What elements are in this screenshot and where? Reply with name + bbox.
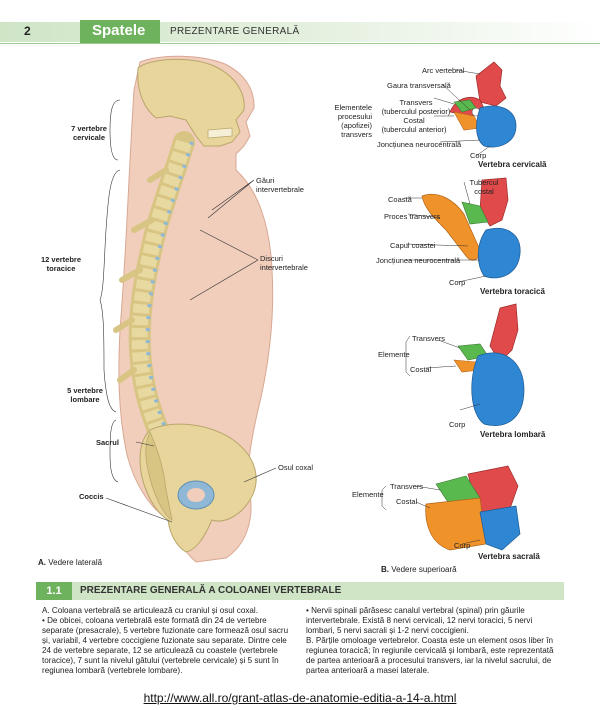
thoracic-vertebra bbox=[421, 177, 521, 279]
sacral-body-label: Corp bbox=[454, 541, 471, 550]
lumbar-elements-label: Elemente bbox=[378, 350, 410, 359]
lumbar-transvers-label: Transvers bbox=[412, 334, 446, 343]
section-number: 1.1 bbox=[36, 582, 72, 600]
text-right-paragraph-2: B. Părțile omoloage vertebrelor. Coasta … bbox=[306, 636, 554, 675]
lumbar-body-label: Corp bbox=[449, 420, 466, 429]
thoracic-title: Vertebra toracică bbox=[480, 287, 545, 296]
label-cervical: 7 vertebre cervicale bbox=[71, 124, 107, 142]
figure-a-lateral-view bbox=[99, 55, 277, 563]
cervical-foramen-label: Gaura transversală bbox=[387, 81, 451, 90]
label-sacrum: Sacrul bbox=[96, 438, 119, 447]
footer-link[interactable]: http://www.all.ro/grant-atlas-de-anatomi… bbox=[143, 691, 457, 705]
sacral-costal-label: Costal bbox=[396, 497, 418, 506]
label-thoracic: 12 vertebre toracice bbox=[40, 255, 82, 273]
chapter-title: Spatele bbox=[92, 22, 146, 39]
thoracic-tubercle-label: Tubercul costal bbox=[469, 178, 499, 196]
section-bar: 1.1 PREZENTARE GENERALĂ A COLOANEI VERTE… bbox=[36, 582, 564, 600]
figure-a-caption: A. Vedere laterală bbox=[38, 558, 103, 567]
section-title: PREZENTARE GENERALĂ bbox=[170, 26, 300, 37]
thoracic-body-label: Corp bbox=[449, 278, 466, 287]
thoracic-process-label: Proces transvers bbox=[384, 212, 441, 221]
cervical-body-label: Corp bbox=[470, 151, 487, 160]
page-number: 2 bbox=[24, 24, 31, 38]
sacral-title: Vertebra sacrală bbox=[478, 552, 540, 561]
cervical-junction-label: Joncțiunea neurocentrală bbox=[377, 140, 462, 149]
cervical-costal-label: Costal (tuberculul anterior) bbox=[381, 116, 447, 134]
page-header: 2 Spatele PREZENTARE GENERALĂ bbox=[0, 0, 600, 52]
label-foramina: Găuri intervertebrale bbox=[256, 176, 304, 194]
section-heading: PREZENTARE GENERALĂ A COLOANEI VERTEBRAL… bbox=[80, 585, 342, 596]
cervical-vertebra bbox=[449, 61, 517, 148]
text-right-paragraph-1: • Nervii spinali părăsesc canalul verteb… bbox=[306, 606, 533, 635]
lumbar-title: Vertebra lombară bbox=[480, 430, 546, 439]
cervical-transvers-label: Transvers (tuberculul posterior) bbox=[381, 98, 451, 116]
vertebral-column bbox=[113, 131, 195, 446]
sacral-transvers-label: Transvers bbox=[390, 482, 424, 491]
thoracic-head-label: Capul coastei bbox=[390, 241, 436, 250]
text-left-paragraph-1: A. Coloana vertebrală se articulează cu … bbox=[42, 606, 258, 615]
label-hip-bone: Osul coxal bbox=[278, 463, 314, 472]
label-lumbar: 5 vertebre lombare bbox=[67, 386, 103, 404]
figure-b-superior-views bbox=[381, 61, 525, 551]
label-discs: Discuri intervertebrale bbox=[260, 254, 308, 272]
sacral-vertebra bbox=[425, 465, 521, 551]
header-rule bbox=[0, 43, 600, 44]
text-left-paragraph-2: • De obicei, coloana vertebrală este for… bbox=[42, 616, 289, 675]
lumbar-costal-label: Costal bbox=[410, 365, 432, 374]
text-column-right: • Nervii spinali părăsesc canalul verteb… bbox=[306, 606, 560, 676]
cervical-elements-label: Elementele procesului (apofizei) transve… bbox=[334, 103, 372, 139]
skull bbox=[137, 59, 245, 147]
thoracic-rib-label: Coastă bbox=[388, 195, 412, 204]
lumbar-vertebra bbox=[453, 303, 525, 426]
chapter-band bbox=[80, 20, 160, 44]
cervical-title: Vertebra cervicală bbox=[478, 160, 547, 169]
sacrum bbox=[145, 431, 173, 521]
thoracic-junction-label: Joncțiunea neurocentrală bbox=[376, 256, 461, 265]
sacral-elements-label: Elemente bbox=[352, 490, 384, 499]
label-coccyx: Coccis bbox=[79, 492, 104, 501]
cervical-arc-label: Arc vertebral bbox=[422, 66, 465, 75]
figure-b-caption: B. Vedere superioară bbox=[381, 565, 457, 574]
text-column-left: A. Coloana vertebrală se articulează cu … bbox=[42, 606, 292, 676]
